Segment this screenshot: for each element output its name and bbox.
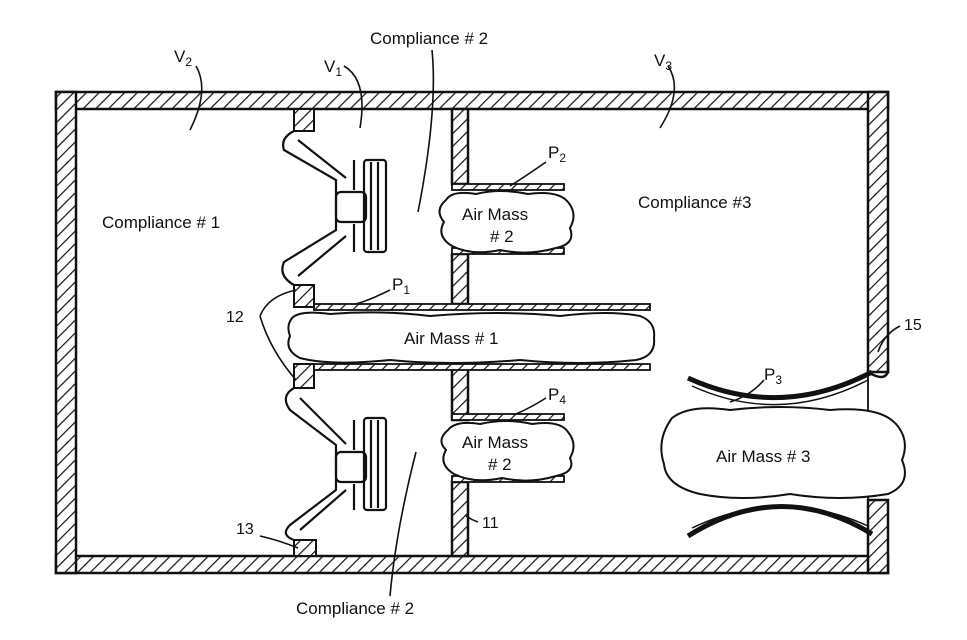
label-air-mass-2-lower-line2: # 2	[488, 455, 512, 474]
leader-compliance-2-bottom	[389, 451, 417, 597]
leader-v2	[189, 65, 203, 131]
upper-driver	[281, 130, 388, 286]
partition-segment-mid-lower	[450, 366, 470, 422]
label-air-mass-2-lower-line1: Air Mass	[462, 433, 528, 452]
label-air-mass-1: Air Mass # 1	[404, 329, 498, 348]
baffle-mid-upper-block	[293, 284, 315, 308]
label-compliance-2-bottom: Compliance # 2	[296, 599, 414, 618]
right-wall-lower	[866, 498, 890, 575]
ref-15: 15	[904, 317, 922, 334]
air-mass-2-lower-cloud	[440, 420, 575, 482]
label-v3-sub: 3	[665, 59, 672, 73]
port-p3-upper-curve	[686, 369, 874, 401]
label-compliance-3: Compliance #3	[638, 193, 751, 212]
label-v2-letter: V	[174, 47, 186, 66]
label-p1-letter: P	[392, 275, 403, 294]
label-v2: V2	[174, 47, 192, 69]
ref-12: 12	[226, 309, 244, 326]
leader-lines	[189, 49, 901, 597]
leader-13	[259, 535, 299, 549]
upper-cone-outer	[281, 130, 338, 286]
label-v1: V1	[324, 57, 342, 79]
driver-baffle	[293, 108, 317, 557]
ref-11: 11	[482, 515, 499, 532]
leader-v1	[343, 65, 363, 129]
inner-outline	[75, 108, 869, 557]
partition-segment-bottom	[450, 480, 470, 558]
air-mass-clouds	[287, 190, 906, 499]
right-wall-upper	[866, 90, 890, 374]
label-p1-sub: 1	[403, 283, 410, 297]
label-air-mass-2-upper-line2: # 2	[490, 227, 514, 246]
leader-p4	[515, 397, 547, 415]
port-p3-upper-curve-inner	[691, 379, 869, 406]
air-mass-1-cloud	[287, 311, 656, 364]
lower-motor-plate	[362, 416, 388, 512]
lower-cone-outer	[284, 387, 338, 542]
port-p1-wall-bottom	[313, 363, 651, 371]
lower-driver	[284, 387, 388, 542]
leader-p3	[729, 379, 765, 403]
label-v1-sub: 1	[335, 65, 342, 79]
ref-13: 13	[236, 521, 254, 538]
label-v1-letter: V	[324, 57, 336, 76]
port-p3-lower-curve-inner	[691, 505, 869, 529]
upper-magnet	[334, 190, 368, 224]
label-air-mass-2-upper-line1: Air Mass	[462, 205, 528, 224]
partition-segment-mid-upper	[450, 252, 470, 306]
leader-compliance-2-top	[417, 49, 435, 213]
upper-cone-inner	[297, 139, 347, 277]
label-v2-sub: 2	[185, 55, 192, 69]
left-wall	[54, 90, 78, 575]
label-air-mass-3: Air Mass # 3	[716, 447, 810, 466]
baffle-mid-lower-block	[293, 363, 315, 389]
upper-motor-plate	[362, 158, 388, 254]
baffle-top-block	[293, 108, 315, 132]
partition-segment-top	[450, 107, 470, 186]
label-p4-letter: P	[548, 385, 559, 404]
label-p4: P4	[548, 385, 566, 407]
port-p1-wall-top	[313, 303, 651, 311]
top-wall	[54, 90, 890, 111]
lower-cone-inner	[299, 397, 347, 531]
port-p3-lower-curve	[686, 504, 874, 539]
port-p2-wall-top	[451, 183, 565, 191]
label-p3-sub: 3	[775, 373, 782, 387]
label-p2: P2	[548, 143, 566, 165]
label-v3: V3	[654, 51, 672, 73]
leader-p2	[509, 161, 547, 187]
label-compliance-2-top: Compliance # 2	[370, 29, 488, 48]
label-p2-sub: 2	[559, 151, 566, 165]
leader-15	[877, 325, 901, 353]
label-p2-letter: P	[548, 143, 559, 162]
leader-11	[465, 515, 479, 523]
enclosure-walls	[54, 90, 890, 575]
label-p4-sub: 4	[559, 393, 566, 407]
port-p4-wall-top	[451, 413, 565, 421]
label-p1: P1	[392, 275, 410, 297]
air-mass-3-cloud	[660, 406, 906, 499]
label-v3-letter: V	[654, 51, 666, 70]
text-labels: Compliance # 2 Compliance # 2 Compliance…	[102, 29, 922, 618]
air-mass-2-upper-cloud	[438, 190, 575, 254]
leader-12-lower	[259, 315, 297, 381]
leader-v3	[659, 65, 676, 129]
lower-magnet	[334, 450, 368, 484]
label-p3-letter: P	[764, 365, 775, 384]
baffle-bottom-block	[293, 539, 317, 557]
leader-p1	[355, 289, 391, 305]
label-p3: P3	[764, 365, 782, 387]
leader-12-upper	[259, 289, 297, 317]
label-compliance-1: Compliance # 1	[102, 213, 220, 232]
bottom-wall	[54, 554, 890, 575]
